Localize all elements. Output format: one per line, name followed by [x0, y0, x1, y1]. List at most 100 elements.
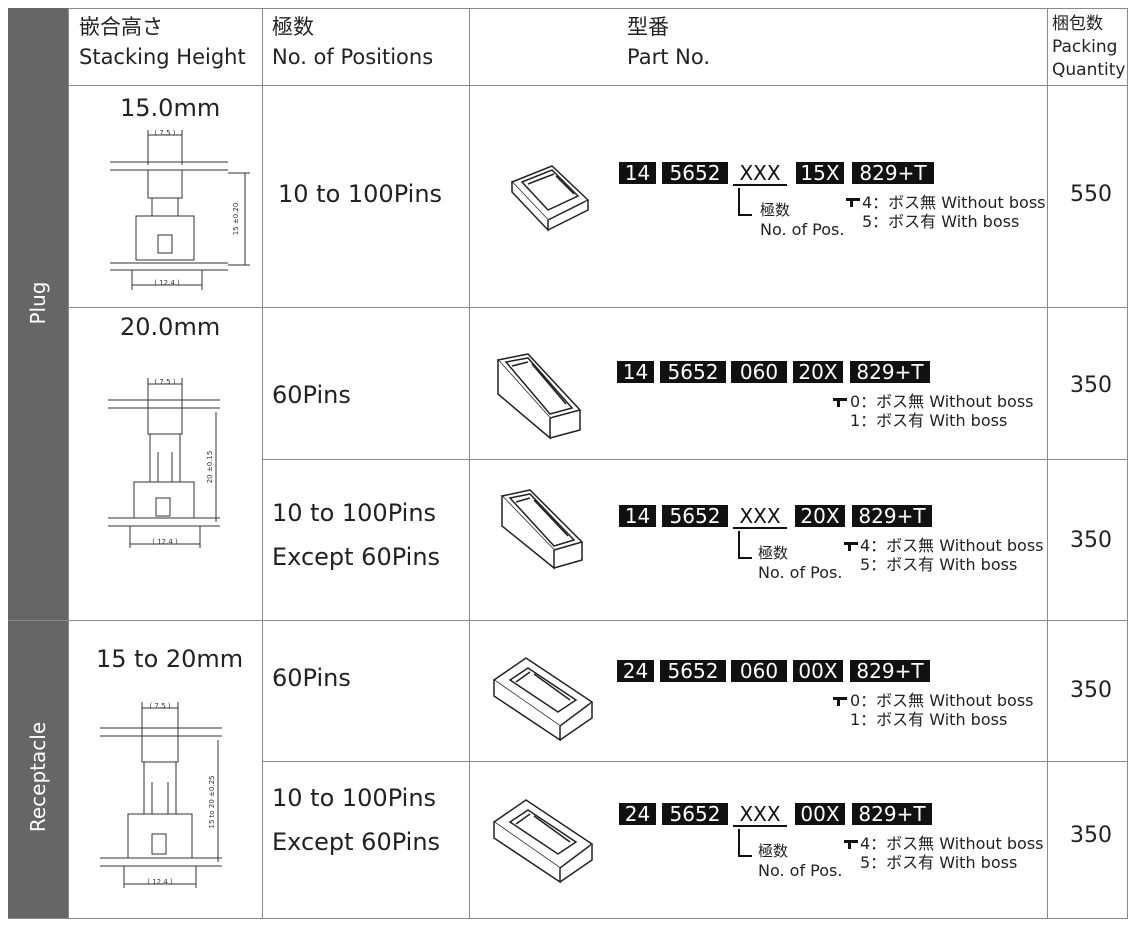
row3-positions-line2: Except 60Pins — [272, 543, 441, 571]
packing-quantity: 550 — [1070, 182, 1112, 207]
plug-connector-image — [510, 165, 590, 232]
row2-positions: 60Pins — [272, 381, 351, 409]
grid-top — [68, 8, 1128, 9]
boss-option-2: 5：ボス有 With boss — [860, 853, 1018, 872]
positions-note-jp: 極数 — [760, 201, 791, 219]
part-code-positions: XXX — [733, 162, 787, 186]
grid-header-bottom — [68, 85, 1128, 86]
stacking-height-15to20: 15 to 20mm — [96, 645, 244, 673]
boss-option-2: 5：ボス有 With boss — [862, 212, 1020, 231]
boss-option-1: 0：ボス無 Without boss — [850, 691, 1034, 710]
grid-row1-bottom — [68, 307, 1128, 308]
boss-bracket — [833, 697, 847, 708]
part-code-series: 14 — [619, 162, 656, 184]
header-packing-en2: Quantity — [1052, 60, 1126, 80]
dim-15: 15 ±0.20 — [232, 203, 240, 236]
part-code-positions: 060 — [731, 361, 787, 383]
part-code-suffix: 829+T — [850, 361, 930, 383]
grid-col3 — [469, 8, 470, 918]
receptacle-drawing: ( 7.5 ) ( 12.4 ) 15 to 20 ±0.25 — [100, 702, 222, 888]
positions-bracket — [738, 829, 752, 857]
positions-note-jp: 極数 — [758, 842, 789, 860]
header-partno-en: Part No. — [627, 45, 710, 69]
stacking-height-20: 20.0mm — [120, 313, 221, 341]
row3-positions-line1: 10 to 100Pins — [272, 499, 437, 527]
receptacle-label: Receptacle — [26, 721, 50, 833]
dim-12-4: ( 12.4 ) — [152, 538, 178, 546]
plug-sidebar — [8, 8, 68, 620]
part-code-suffix: 829+T — [852, 162, 934, 184]
positions-bracket — [738, 531, 752, 559]
dim-7-5: ( 7.5 ) — [154, 129, 175, 137]
part-code-family: 5652 — [662, 505, 728, 527]
part-code-positions: XXX — [733, 803, 787, 827]
boss-option-1: 4：ボス無 Without boss — [860, 834, 1044, 853]
boss-bracket — [833, 398, 847, 409]
receptacle-sidebar — [8, 621, 68, 918]
plug-connector-image — [500, 489, 584, 570]
dim-20: 20 ±0.15 — [206, 451, 214, 484]
grid-col4 — [1047, 8, 1048, 918]
boss-option-1: 4：ボス無 Without boss — [860, 536, 1044, 555]
header-partno-jp: 型番 — [627, 15, 669, 39]
grid-row4-bottom — [262, 761, 1128, 762]
dim-15-to-20: 15 to 20 ±0.25 — [208, 776, 216, 829]
part-code-height: 15X — [796, 162, 844, 184]
packing-quantity: 350 — [1070, 823, 1112, 848]
part-code-series: 24 — [619, 803, 656, 825]
part-code-height: 20X — [793, 361, 843, 383]
boss-bracket — [846, 198, 860, 209]
dim-7-5: ( 7.5 ) — [149, 702, 170, 710]
boss-bracket — [844, 840, 858, 851]
positions-note-en: No. of Pos. — [758, 861, 843, 880]
boss-option-2: 1：ボス有 With boss — [850, 411, 1008, 430]
header-positions-en: No. of Positions — [272, 45, 434, 69]
grid-col2 — [262, 8, 263, 918]
part-code-family: 5652 — [660, 361, 726, 383]
boss-bracket — [844, 542, 858, 553]
packing-quantity: 350 — [1070, 678, 1112, 703]
grid-row2-bottom — [262, 459, 1128, 460]
grid-col1 — [68, 8, 69, 918]
part-code-suffix: 829+T — [850, 660, 930, 682]
receptacle-connector-image — [492, 657, 594, 742]
part-code-family: 5652 — [662, 803, 728, 825]
positions-note-en: No. of Pos. — [758, 563, 843, 582]
stacking-height-15: 15.0mm — [120, 94, 221, 122]
row5-positions-line1: 10 to 100Pins — [272, 784, 437, 812]
part-code-positions: XXX — [733, 505, 787, 529]
dim-12-4: ( 12.4 ) — [147, 878, 173, 886]
part-code-family: 5652 — [660, 660, 726, 682]
positions-bracket — [738, 188, 752, 216]
plug-connector-image — [496, 353, 582, 440]
boss-option-1: 4：ボス無 Without boss — [862, 193, 1046, 212]
part-code-series: 14 — [617, 361, 654, 383]
boss-option-2: 5：ボス有 With boss — [860, 555, 1018, 574]
grid-row3-bottom — [8, 620, 1128, 621]
plug-label: Plug — [26, 281, 50, 325]
plug-20mm-drawing: ( 7.5 ) ( 12.4 ) 20 ±0.15 — [108, 378, 220, 548]
header-height-en: Stacking Height — [79, 45, 246, 69]
part-code-family: 5652 — [662, 162, 728, 184]
part-code-height: 20X — [795, 505, 845, 527]
part-code-suffix: 829+T — [852, 803, 932, 825]
part-code-series: 24 — [617, 660, 654, 682]
header-packing-jp: 梱包数 — [1052, 14, 1103, 34]
header-height-jp: 嵌合高さ — [79, 15, 163, 39]
boss-option-2: 1：ボス有 With boss — [850, 710, 1008, 729]
header-positions-jp: 極数 — [272, 15, 314, 39]
part-code-height: 00X — [795, 803, 845, 825]
boss-option-1: 0：ボス無 Without boss — [850, 392, 1034, 411]
grid-bottom — [8, 918, 1128, 919]
packing-quantity: 350 — [1070, 528, 1112, 553]
row5-positions-line2: Except 60Pins — [272, 828, 441, 856]
part-code-suffix: 829+T — [852, 505, 932, 527]
part-code-positions: 060 — [731, 660, 787, 682]
grid-col5 — [1127, 8, 1128, 918]
dim-7-5: ( 7.5 ) — [154, 378, 175, 386]
header-packing-en1: Packing — [1052, 37, 1118, 57]
part-code-height: 00X — [793, 660, 843, 682]
receptacle-connector-image — [492, 799, 594, 884]
dim-12-4: ( 12.4 ) — [154, 279, 180, 287]
positions-note-en: No. of Pos. — [760, 220, 845, 239]
